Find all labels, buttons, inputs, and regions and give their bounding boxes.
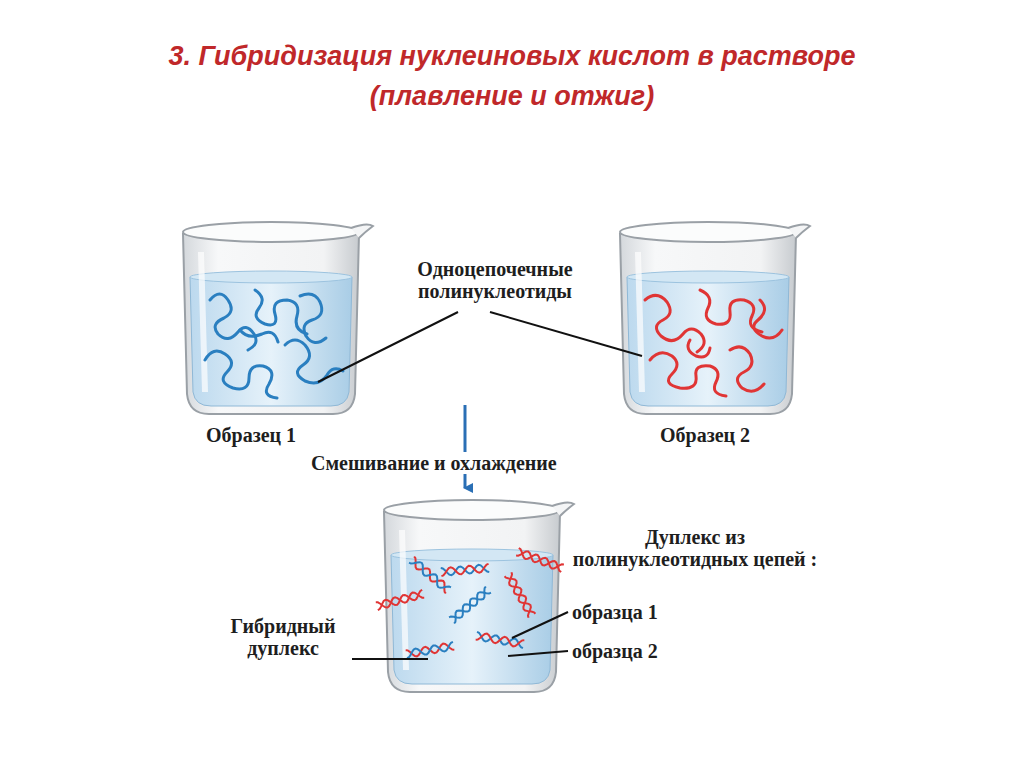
sample-label: Образец 1 xyxy=(206,424,296,446)
process-arrow xyxy=(464,405,467,488)
callout-label: Гибридный дуплекс xyxy=(208,615,358,659)
beaker-2 xyxy=(620,222,810,414)
sample-label: Образец 2 xyxy=(660,424,750,446)
single-strands-1 xyxy=(205,290,343,398)
single-strands-2 xyxy=(645,290,782,396)
callout-label: Одноцепочечные полинуклеотиды xyxy=(360,258,630,302)
callout-label: образца 2 xyxy=(572,640,658,662)
beaker-mixed xyxy=(384,500,574,692)
process-label: Смешивание и охлаждение xyxy=(308,452,560,474)
callout-label: образца 1 xyxy=(572,601,658,623)
callout-label: Дуплекс из полинуклеотидных цепей : xyxy=(560,526,830,570)
slide-title: 3. Гибридизация нуклеиновых кислот в рас… xyxy=(132,36,892,116)
beaker-1 xyxy=(183,222,373,414)
duplexes xyxy=(376,548,564,658)
